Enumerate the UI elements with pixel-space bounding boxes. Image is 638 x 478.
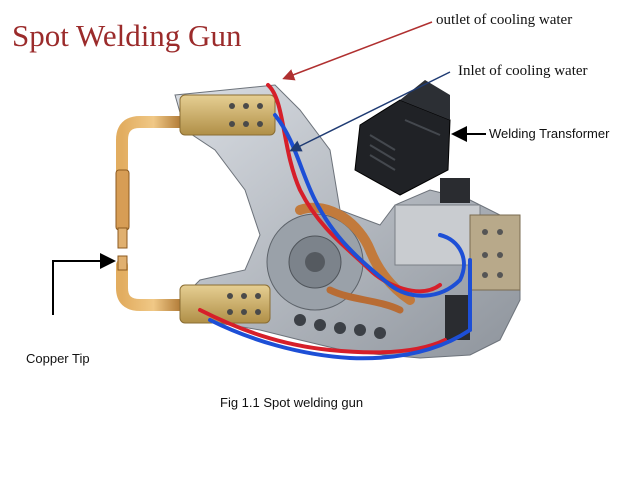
- diagram-title: Spot Welding Gun: [12, 18, 242, 53]
- outlet-arrow: [282, 21, 433, 81]
- upper-clamp-block: [179, 94, 276, 136]
- copper-tip-upper: [117, 227, 128, 249]
- welding-transformer: [354, 80, 451, 196]
- label-inlet-cooling-water: Inlet of cooling water: [458, 63, 588, 79]
- copper-arm-lower: [116, 259, 191, 311]
- blue-cooling-hose: [208, 113, 472, 361]
- copper-tip-arrow: [52, 253, 116, 315]
- welding-gun-image: [115, 80, 521, 361]
- figure-caption: Fig 1.1 Spot welding gun: [220, 395, 364, 410]
- label-copper-tip: Copper Tip: [26, 351, 90, 366]
- label-welding-transformer: Welding Transformer: [489, 126, 610, 141]
- lower-clamp-block: [179, 284, 271, 324]
- copper-arm-upper: [116, 116, 191, 211]
- valve-block: [394, 178, 521, 340]
- copper-tip-lower: [117, 255, 128, 271]
- inlet-arrow: [289, 71, 451, 152]
- electrode-holder: [115, 169, 130, 231]
- label-outlet-cooling-water: outlet of cooling water: [436, 12, 573, 28]
